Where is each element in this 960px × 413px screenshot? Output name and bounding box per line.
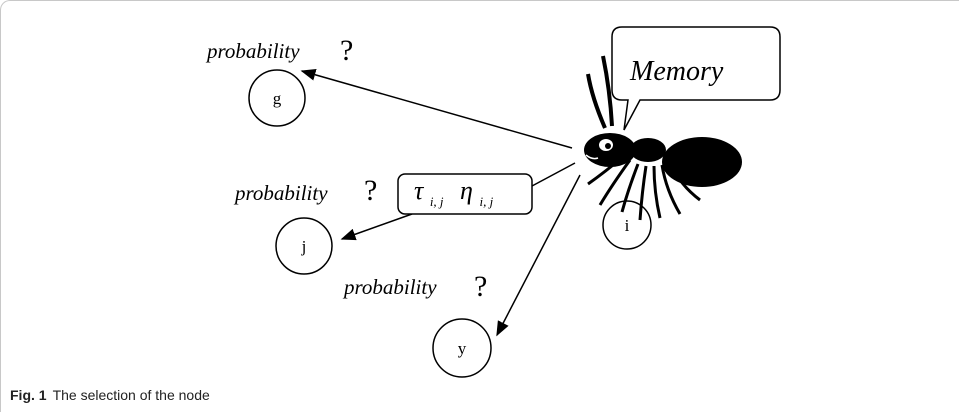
node-j-label: j xyxy=(301,237,307,256)
node-i-label: i xyxy=(625,216,630,235)
memory-label: Memory xyxy=(629,56,724,87)
node-y: y xyxy=(432,318,492,378)
probability-label-j: probability xyxy=(233,181,328,205)
arrow-to-g xyxy=(300,68,573,149)
eta-subscript: i, j xyxy=(479,194,493,209)
memory-speech-bubble: Memory xyxy=(611,26,781,131)
tau-symbol: τ xyxy=(414,176,425,205)
ant-icon xyxy=(584,55,742,221)
probability-label-y: probability xyxy=(342,275,437,299)
node-j: j xyxy=(275,217,333,275)
node-y-label: y xyxy=(458,339,467,358)
tau-subscript: i, j xyxy=(430,194,444,209)
figure-caption: Fig. 1 The selection of the node xyxy=(10,387,210,403)
figure-label: Fig. 1 xyxy=(10,387,47,403)
question-mark-y: ? xyxy=(474,270,487,303)
tau-eta-box: τ i, j η i, j xyxy=(397,173,533,215)
node-i: i xyxy=(602,200,652,250)
probability-label-g: probability xyxy=(205,39,300,63)
caption-text: The selection of the node xyxy=(52,387,210,403)
arrow-to-y xyxy=(496,174,581,337)
svg-text:τ i, j η i,: τ i, j η i, j xyxy=(414,176,494,212)
arrow-to-j-lower xyxy=(340,213,413,241)
eta-symbol: η xyxy=(460,176,473,205)
arrow-to-j xyxy=(531,162,576,187)
node-g: g xyxy=(248,69,306,127)
question-mark-j: ? xyxy=(364,174,377,207)
node-g-label: g xyxy=(273,89,282,108)
question-mark-g: ? xyxy=(340,34,353,67)
